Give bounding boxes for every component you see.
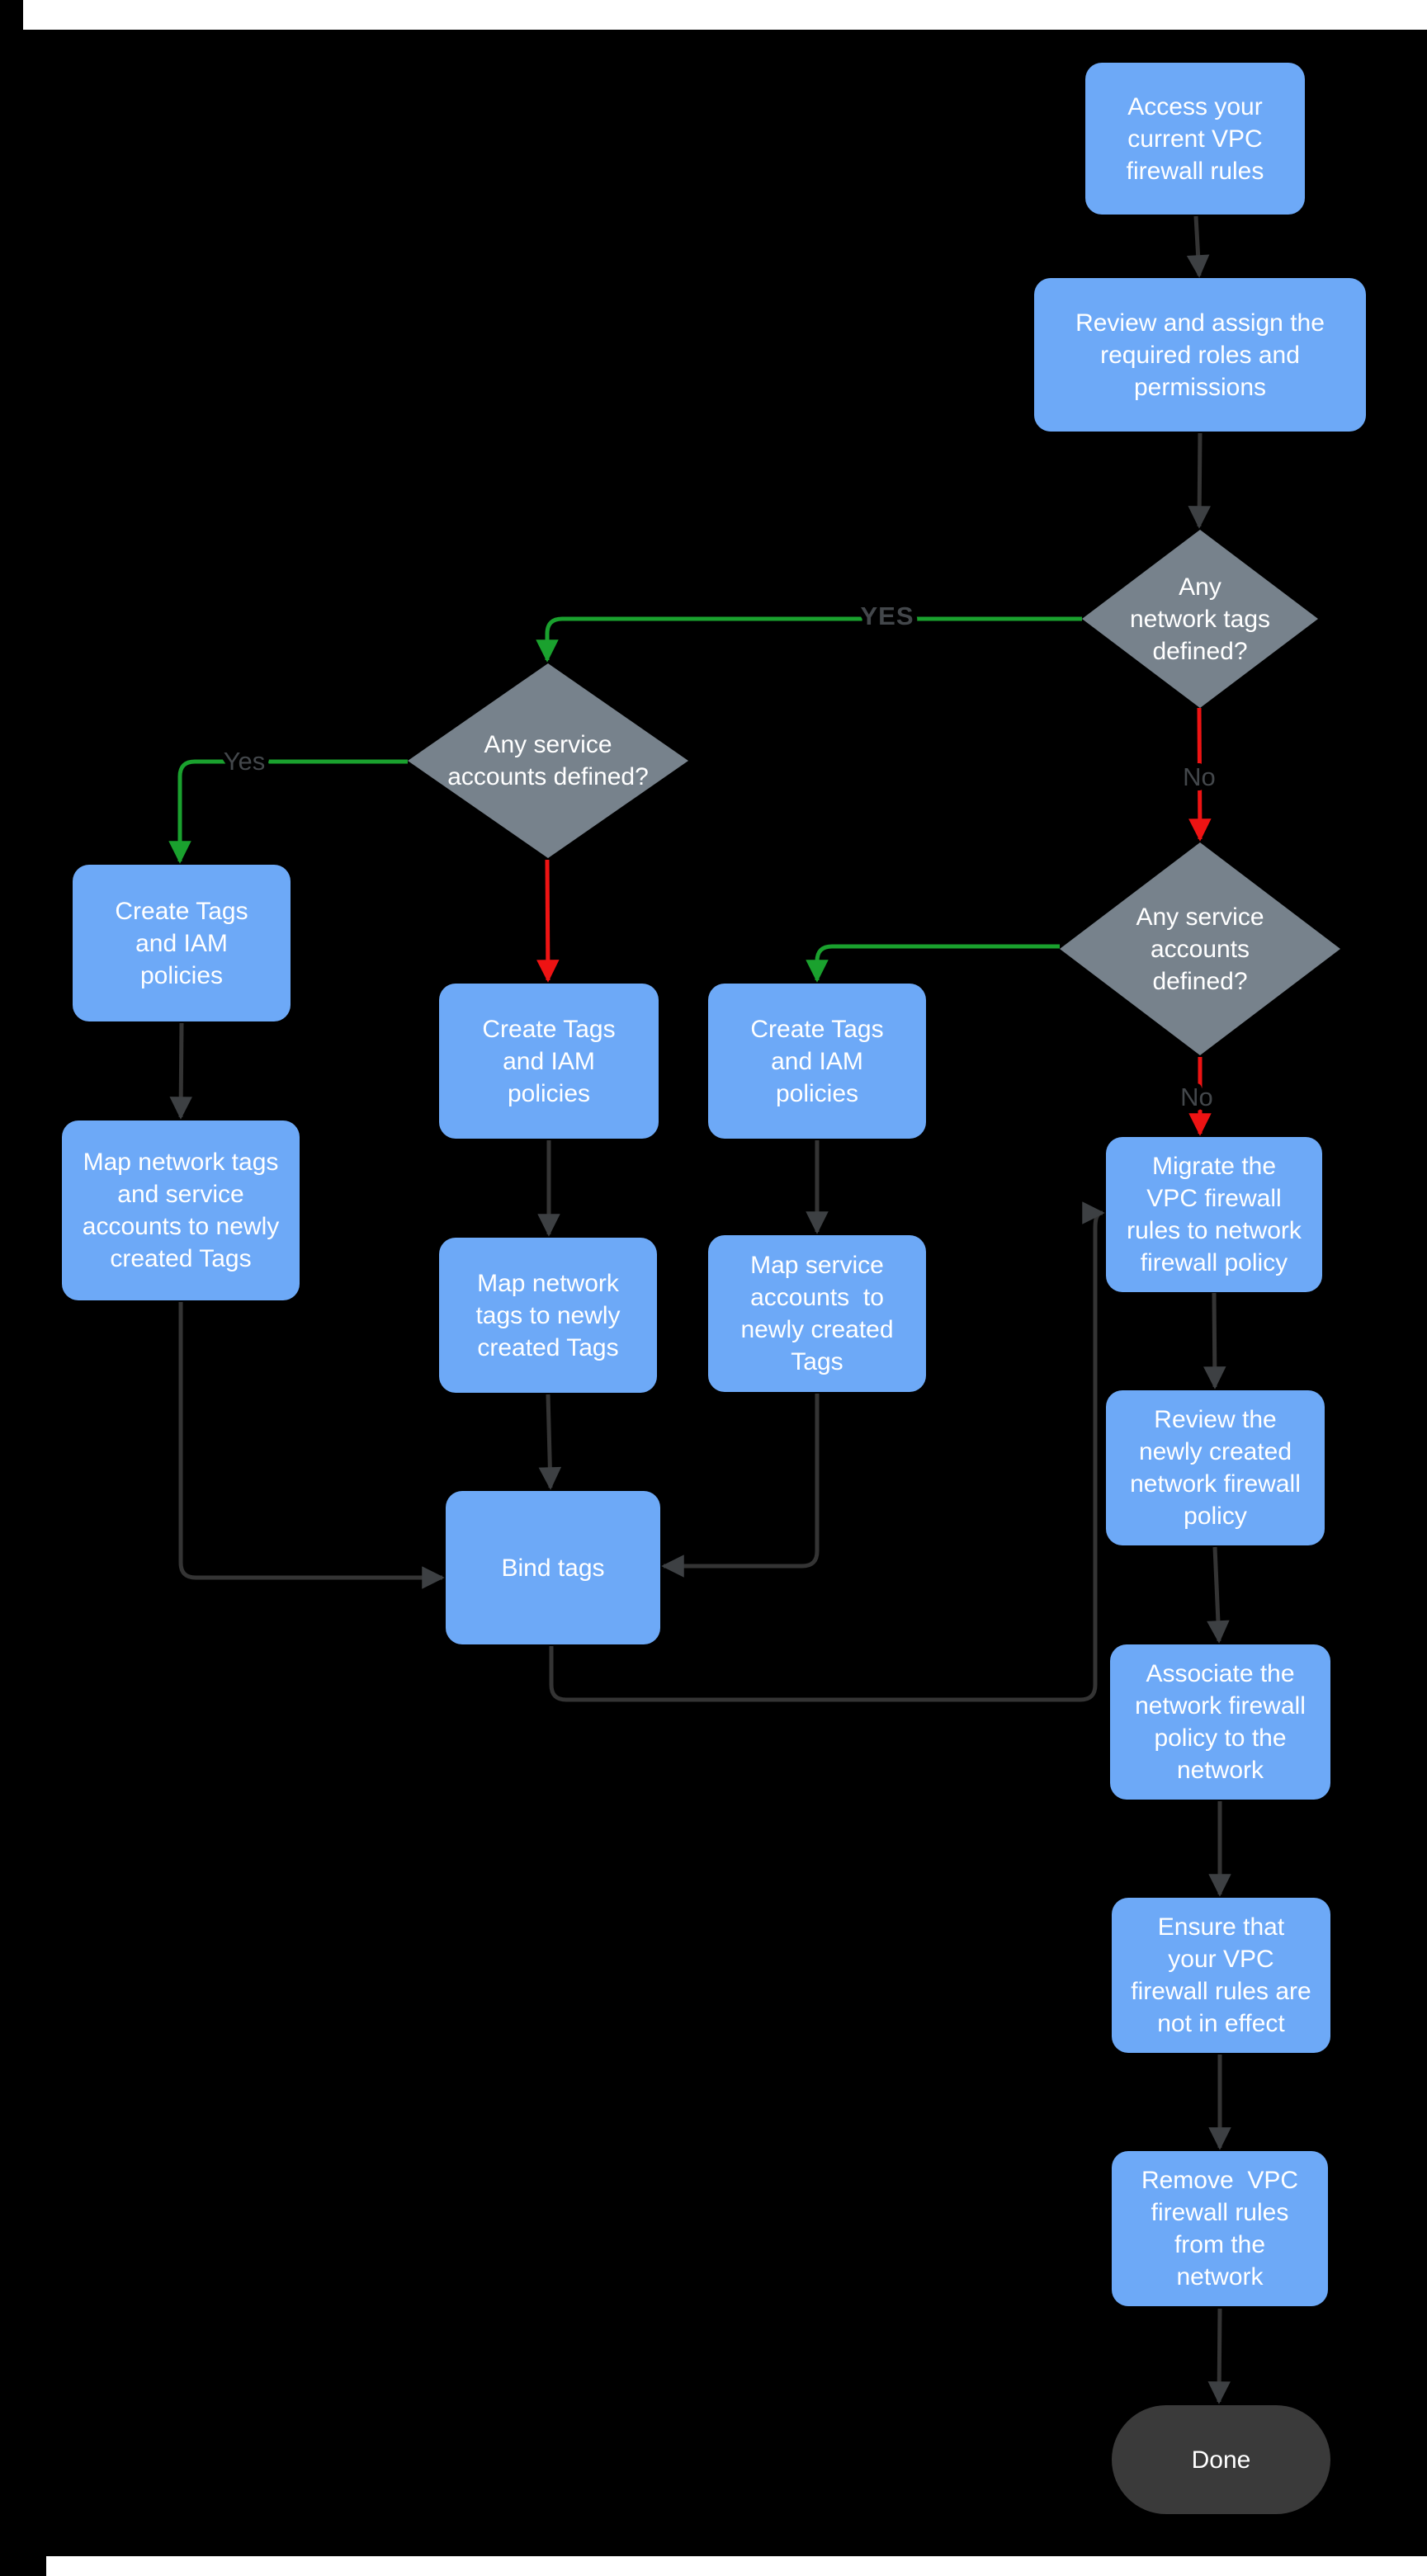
node-label: Map network tags and service accounts to… [82,1149,280,1272]
edge-map-network-to-bind [538,1394,562,1490]
node-review-roles-permissions: Review and assign the required roles and… [1034,278,1366,432]
node-ensure-rules-not-in-effect: Ensure that your VPC firewall rules are … [1112,1898,1330,2053]
node-label: Done [1191,2446,1251,2474]
edge-review-to-network-decision [1188,432,1211,529]
node-done-terminator: Done [1112,2405,1330,2514]
edge-service-left-yes [168,759,408,864]
edge-remove-to-done [1207,2308,1231,2404]
node-bind-tags: Bind tags [446,1491,660,1644]
bottom-white-bar [46,2556,1427,2576]
edge-map-service-to-bind [661,1394,820,1578]
node-label: Migrate the VPC firewall rules to networ… [1127,1153,1302,1276]
node-label: Map service accounts to newly created Ta… [740,1252,894,1375]
edge-label-no-upper: No [1183,762,1216,791]
node-label: Review the newly created network firewal… [1130,1406,1301,1530]
node-map-network-tags: Map network tags to newly created Tags [439,1238,657,1393]
edge-network-no [1188,707,1212,842]
node-map-service-accounts: Map service accounts to newly created Ta… [708,1235,926,1392]
node-access-vpc-firewall-rules: Access your current VPC firewall rules [1085,63,1305,215]
edge-network-yes [536,616,1082,663]
node-label: Associate the network firewall policy to… [1135,1660,1306,1784]
node-label: Create Tags and IAM policies [482,1015,616,1107]
node-review-firewall-policy: Review the newly created network firewal… [1106,1390,1325,1545]
node-create-tags-iam-network: Create Tags and IAM policies [439,984,659,1139]
top-white-bar [23,0,1427,30]
edge-migrate-to-review-policy [1203,1292,1226,1389]
node-label: Create Tags and IAM policies [115,897,248,989]
edge-bind-to-migrate [549,1201,1105,1702]
node-associate-policy: Associate the network firewall policy to… [1110,1644,1330,1800]
node-label: Review and assign the required roles and… [1075,309,1325,401]
edge-label-no-lower: No [1180,1083,1213,1111]
node-label: Ensure that your VPC firewall rules are … [1131,1913,1311,2037]
node-migrate-vpc-rules: Migrate the VPC firewall rules to networ… [1106,1137,1322,1292]
node-label: Create Tags and IAM policies [750,1015,884,1107]
node-label: Any service accounts defined? [447,731,649,790]
edge-label-yes-upper: YES [860,602,914,630]
node-map-tags-and-service-accounts: Map network tags and service accounts to… [62,1121,300,1300]
node-label: Any network tags defined? [1129,573,1271,665]
edge-create-left-to-map [169,1022,192,1120]
edge-review-policy-to-associate [1207,1546,1230,1644]
edge-service-right-yes [806,944,1060,983]
edge-access-to-review [1186,215,1210,278]
node-label: Any service accounts defined? [1136,903,1264,995]
edge-map-left-to-bind [178,1302,445,1589]
node-label: Remove VPC firewall rules from the netwo… [1141,2167,1299,2291]
edge-label-yes-left: Yes [224,747,266,776]
node-label: Map network tags to newly created Tags [475,1269,621,1361]
node-create-tags-iam-left: Create Tags and IAM policies [73,865,291,1021]
node-label: Bind tags [501,1554,605,1582]
edge-service-left-no [536,859,560,983]
node-label: Access your current VPC firewall rules [1126,92,1264,185]
node-remove-vpc-rules: Remove VPC firewall rules from the netwo… [1112,2151,1328,2306]
node-create-tags-iam-service: Create Tags and IAM policies [708,984,926,1139]
